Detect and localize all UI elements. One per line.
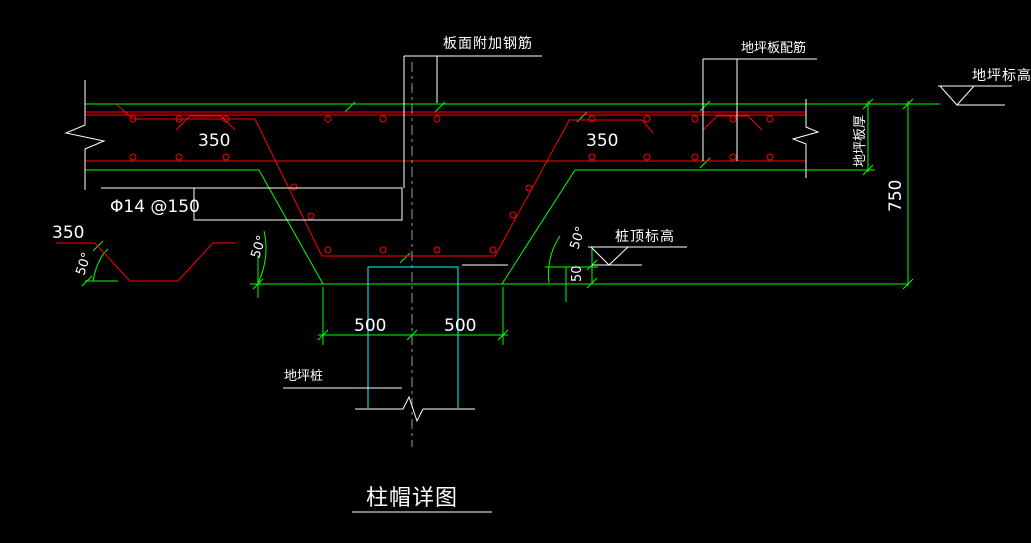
leader-lines bbox=[101, 55, 817, 513]
dimension-lines bbox=[257, 101, 909, 345]
label-floor-slab-thickness: 地坪板厚 bbox=[853, 115, 868, 167]
dim-slope-angle-left: 50° bbox=[249, 234, 270, 261]
dim-cap-half-width-right: 500 bbox=[444, 316, 476, 336]
slab-rebar-lines bbox=[85, 111, 806, 257]
dim-chair-bar-length: 350 bbox=[52, 223, 84, 243]
chair-bar bbox=[56, 242, 237, 282]
dim-bar-extension-right: 350 bbox=[586, 131, 618, 151]
dim-chair-bend-angle: 50° bbox=[74, 251, 95, 278]
rebar-section-dots bbox=[129, 115, 774, 254]
break-edges bbox=[64, 80, 820, 423]
dim-slope-angle-right: 50° bbox=[568, 225, 589, 252]
dim-cap-total-height: 750 bbox=[886, 180, 906, 212]
label-floor-pile: 地坪桩 bbox=[284, 369, 323, 384]
concrete-outline-lines bbox=[85, 103, 940, 285]
dimension-texts: 350 350 350 500 500 750 50 50° 50° 50° bbox=[52, 131, 906, 336]
angle-arcs bbox=[92, 230, 561, 284]
dim-bar-extension-left: 350 bbox=[198, 131, 230, 151]
label-floor-elevation: 地坪标高 bbox=[972, 67, 1031, 84]
dimension-ticks bbox=[81, 98, 914, 341]
label-floor-slab-rebar: 地坪板配筋 bbox=[741, 40, 806, 56]
label-cap-rebar-spec: Φ14 @150 bbox=[110, 197, 200, 217]
dim-cap-half-width-left: 500 bbox=[354, 316, 386, 336]
dim-pile-embedment: 50 bbox=[570, 265, 585, 282]
annotation-texts: 板面附加钢筋 地坪板配筋 地坪标高 地坪板厚 桩顶标高 地坪桩 Φ14 @150… bbox=[110, 35, 1031, 511]
pile-outline bbox=[367, 266, 459, 408]
pile-top-elevation-symbol bbox=[588, 246, 687, 266]
floor-elevation-symbol bbox=[938, 85, 1012, 106]
label-pile-top-elevation: 桩顶标高 bbox=[615, 228, 675, 245]
label-slab-additional-rebar: 板面附加钢筋 bbox=[443, 35, 533, 52]
drawing-title: 柱帽详图 bbox=[366, 486, 458, 511]
